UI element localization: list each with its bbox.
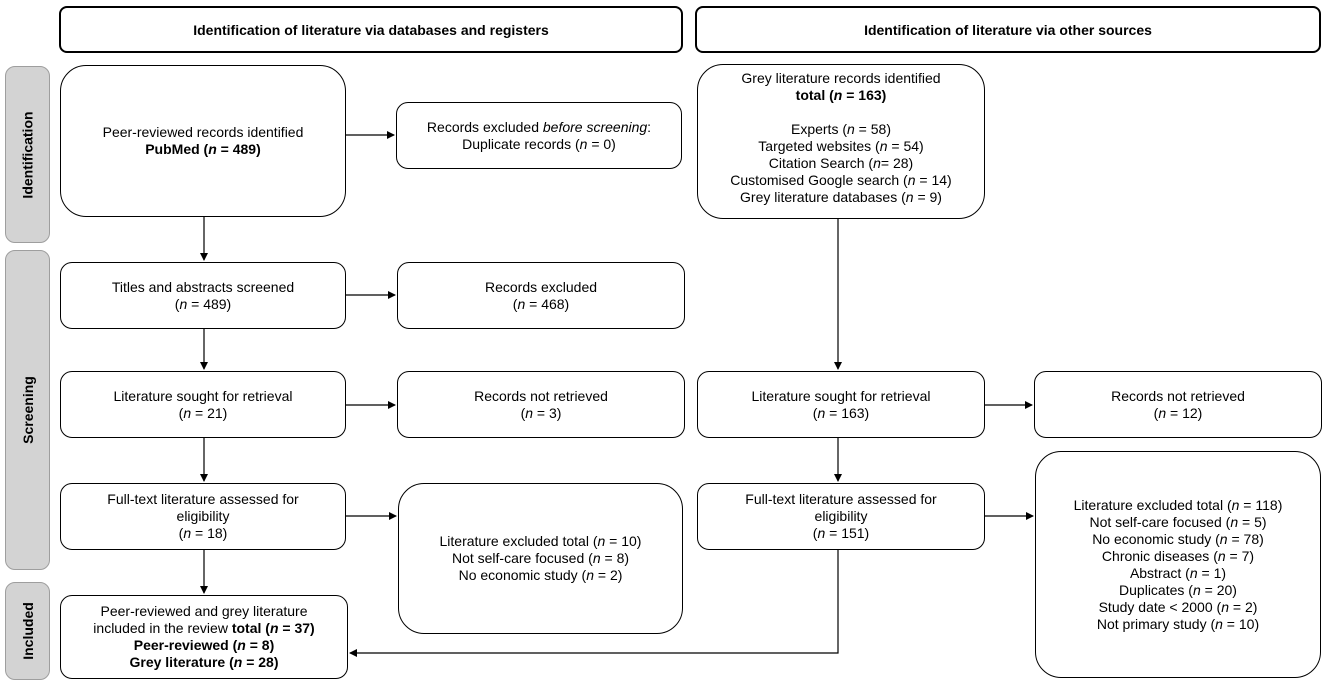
sought-retrieval-right-box: Literature sought for retrieval (n = 163… [697, 371, 985, 438]
sought-right-count: (n = 163) [812, 404, 870, 421]
records-excluded-count: (n = 468) [512, 295, 570, 312]
fulltext-right-line1: Full-text literature assessed for [745, 491, 937, 507]
header-other-sources: Identification of literature via other s… [695, 6, 1321, 53]
stage-included: Included [5, 582, 50, 680]
fulltext-left-count: (n = 18) [178, 525, 228, 541]
excluded-right-date: Study date < 2000 (n = 2) [1098, 598, 1258, 615]
arrow-fulltext-right-to-included [349, 550, 839, 657]
excluded-left-total: Literature excluded total (n = 10) [439, 533, 642, 549]
grey-line1: Grey literature records identified [741, 70, 941, 86]
titles-screened-box: Titles and abstracts screened (n = 489) [60, 262, 346, 329]
header-databases: Identification of literature via databas… [59, 6, 683, 53]
not-retrieved-right-label: Records not retrieved [1111, 387, 1245, 404]
included-grey-literature: Grey literature (n = 28) [129, 654, 279, 670]
fulltext-right-count: (n = 151) [812, 525, 870, 541]
excluded-before-screening-box: Records excluded before screening: Dupli… [396, 102, 682, 169]
included-review-box: Peer-reviewed and grey literature includ… [60, 595, 348, 679]
excluded-left-economic: No economic study (n = 2) [458, 567, 623, 583]
literature-excluded-left-box: Literature excluded total (n = 10) Not s… [398, 483, 683, 634]
excluded-right-abstract: Abstract (n = 1) [1129, 564, 1227, 581]
not-retrieved-left-count: (n = 3) [520, 404, 562, 421]
pubmed-count: PubMed (n = 489) [145, 141, 261, 157]
excluded-right-total: Literature excluded total (n = 118) [1073, 496, 1283, 513]
excluded-right-primary: Not primary study (n = 10) [1096, 615, 1260, 632]
excluded-right-economic: No economic study (n = 78) [1092, 530, 1264, 547]
sought-left-count: (n = 21) [178, 404, 228, 421]
included-total: included in the review total (n = 37) [93, 620, 315, 636]
sought-retrieval-left-box: Literature sought for retrieval (n = 21) [60, 371, 346, 438]
grey-records-box: Grey literature records identified total… [697, 64, 985, 219]
duplicate-records-count: Duplicate records (n = 0) [462, 135, 616, 152]
not-retrieved-left-label: Records not retrieved [474, 387, 608, 404]
excluded-right-chronic: Chronic diseases (n = 7) [1101, 547, 1255, 564]
header-other-sources-label: Identification of literature via other s… [864, 21, 1152, 38]
records-excluded-label: Records excluded [484, 278, 598, 295]
grey-item-citation: Citation Search (n= 28) [768, 155, 914, 171]
grey-item-experts: Experts (n = 58) [790, 121, 891, 137]
titles-screened-label: Titles and abstracts screened [111, 278, 295, 295]
fulltext-right-line2: eligibility [814, 508, 868, 524]
stage-screening: Screening [5, 250, 50, 570]
pubmed-records-box: Peer-reviewed records identified PubMed … [60, 65, 346, 217]
fulltext-assessed-left-box: Full-text literature assessed for eligib… [60, 483, 346, 550]
not-retrieved-right-count: (n = 12) [1153, 404, 1203, 421]
included-peer-reviewed: Peer-reviewed (n = 8) [133, 637, 275, 653]
not-retrieved-left-box: Records not retrieved (n = 3) [397, 371, 685, 438]
pubmed-line1: Peer-reviewed records identified [102, 124, 304, 140]
grey-item-databases: Grey literature databases (n = 9) [740, 189, 942, 205]
included-line1: Peer-reviewed and grey literature [100, 603, 308, 619]
records-excluded-box: Records excluded (n = 468) [397, 262, 685, 329]
fulltext-assessed-right-box: Full-text literature assessed for eligib… [697, 483, 985, 550]
excluded-left-selfcare: Not self-care focused (n = 8) [451, 550, 630, 566]
fulltext-left-line2: eligibility [176, 508, 230, 524]
titles-screened-count: (n = 489) [174, 295, 232, 312]
not-retrieved-right-box: Records not retrieved (n = 12) [1034, 371, 1322, 438]
grey-item-google: Customised Google search (n = 14) [730, 172, 952, 188]
literature-excluded-right-box: Literature excluded total (n = 118) Not … [1035, 451, 1321, 678]
excluded-right-duplicates: Duplicates (n = 20) [1119, 581, 1237, 598]
grey-total: total (n = 163) [795, 87, 887, 103]
excluded-before-line1: Records excluded before screening: [426, 118, 652, 135]
excluded-right-selfcare: Not self-care focused (n = 5) [1089, 513, 1267, 530]
fulltext-left-line1: Full-text literature assessed for [107, 491, 299, 507]
sought-left-label: Literature sought for retrieval [113, 387, 293, 404]
stage-identification: Identification [5, 66, 50, 243]
sought-right-label: Literature sought for retrieval [751, 387, 931, 404]
grey-item-websites: Targeted websites (n = 54) [758, 138, 924, 154]
header-databases-label: Identification of literature via databas… [193, 21, 549, 38]
